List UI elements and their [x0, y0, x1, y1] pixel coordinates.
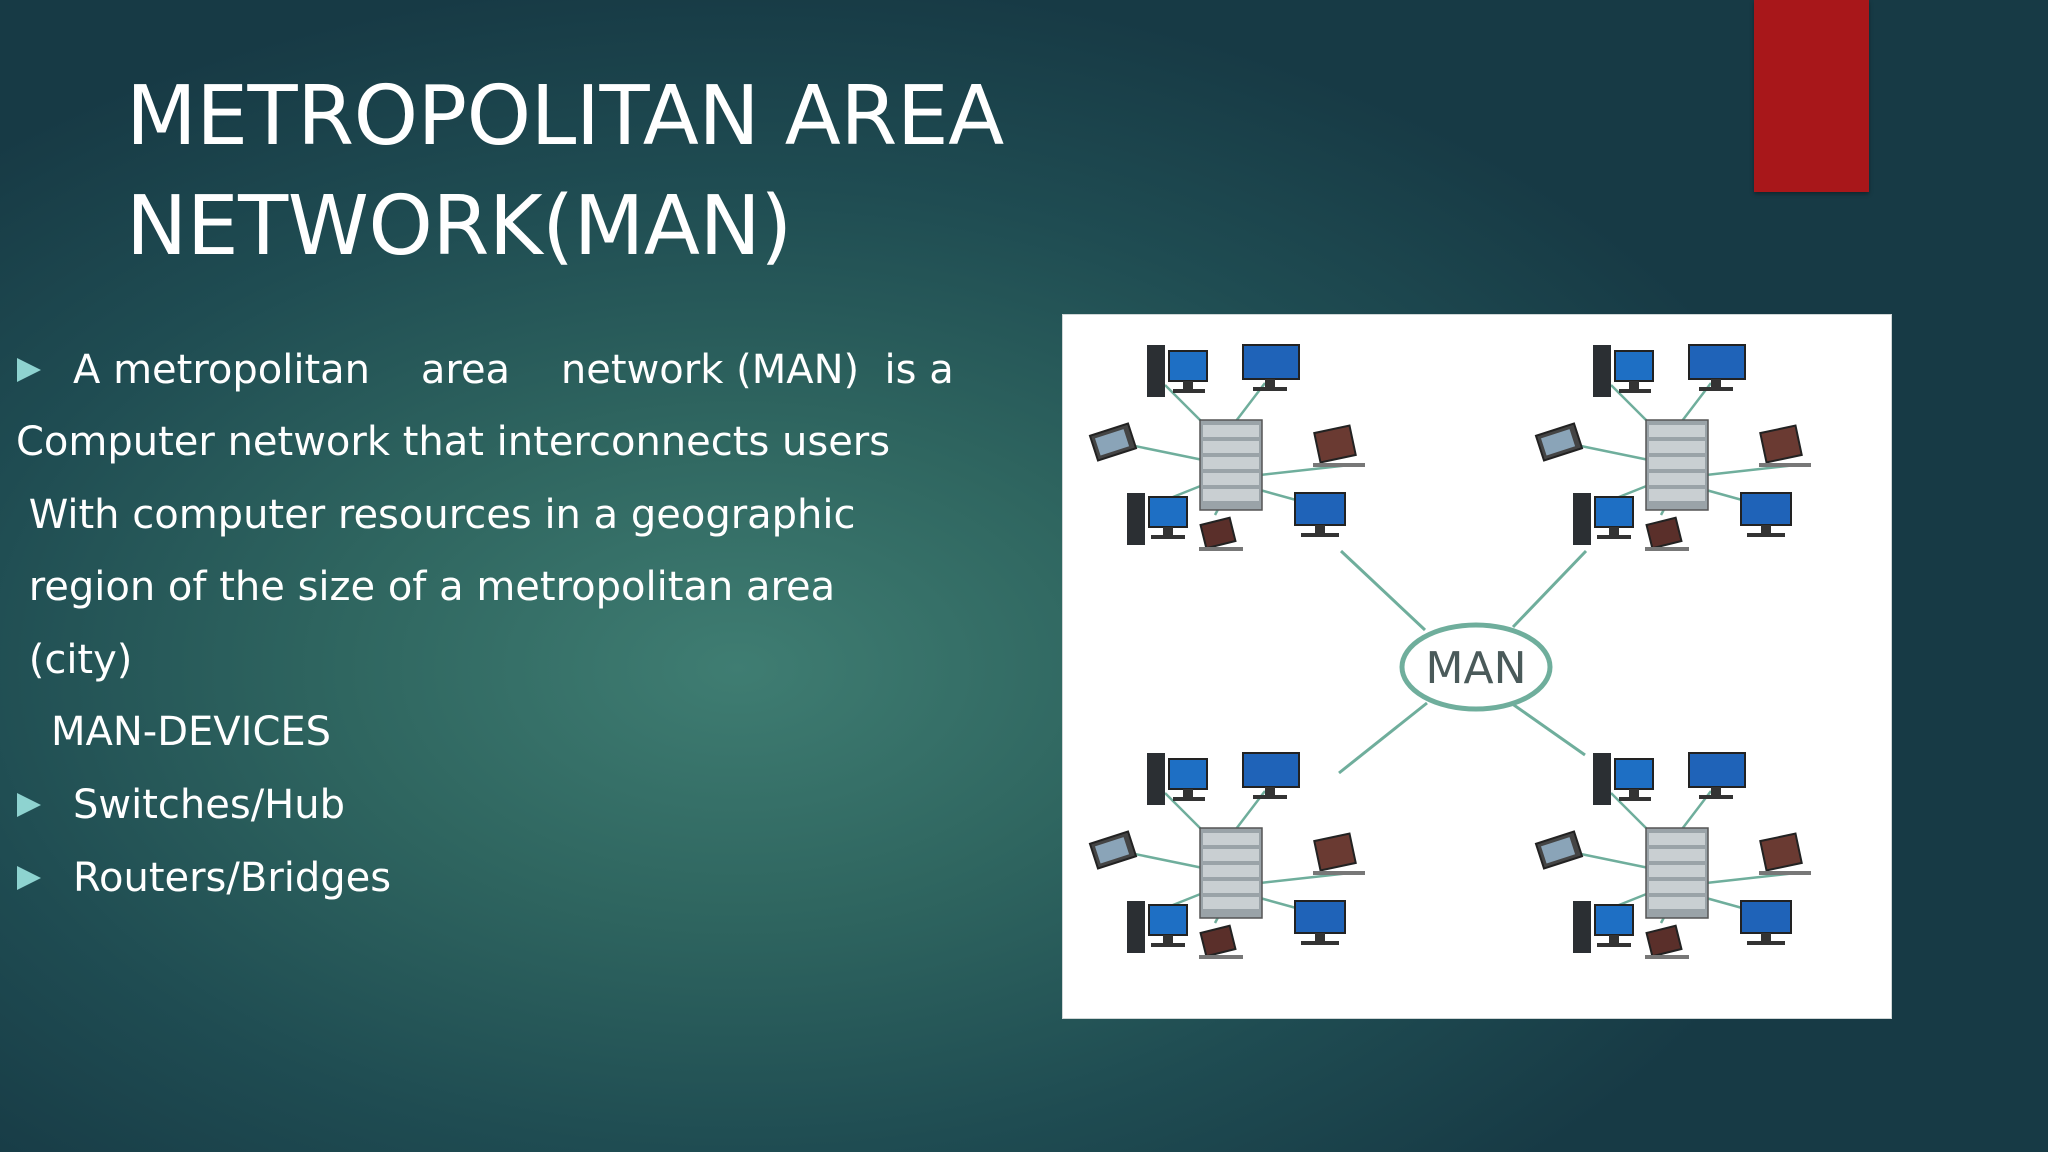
- network-cluster-bottom-left: [1087, 751, 1367, 959]
- diagram-canvas: MAN: [1087, 343, 1813, 959]
- red-accent-bar: [1754, 0, 1869, 192]
- man-ellipse: [1399, 622, 1553, 712]
- title-line-2: NETWORK(MAN): [126, 179, 792, 274]
- paragraph-line-2: Computer network that interconnects user…: [16, 419, 891, 465]
- title-line-1: METROPOLITAN AREA: [126, 69, 1004, 164]
- paragraph-line-1: A metropolitan area network (MAN) is a: [73, 347, 954, 393]
- network-cluster-bottom-right: [1533, 751, 1813, 959]
- bullet-triangle-icon: [17, 793, 41, 817]
- paragraph-line-3: With computer resources in a geographic: [16, 492, 856, 538]
- slide-title: METROPOLITAN AREA NETWORK(MAN): [126, 62, 1004, 282]
- devices-heading: MAN-DEVICES: [51, 709, 332, 755]
- man-label: MAN: [1426, 643, 1527, 694]
- paragraph-line-4: region of the size of a metropolitan are…: [16, 564, 836, 610]
- network-cluster-top-right: [1533, 343, 1813, 551]
- man-network-diagram: MAN: [1062, 314, 1892, 1019]
- bullet-triangle-icon: [17, 358, 41, 382]
- network-cluster-top-left: [1087, 343, 1367, 551]
- bullet-item-routers: Routers/Bridges: [73, 855, 392, 901]
- paragraph-line-5: (city): [16, 637, 133, 683]
- bullet-item-switches: Switches/Hub: [73, 782, 345, 828]
- bullet-triangle-icon: [17, 866, 41, 890]
